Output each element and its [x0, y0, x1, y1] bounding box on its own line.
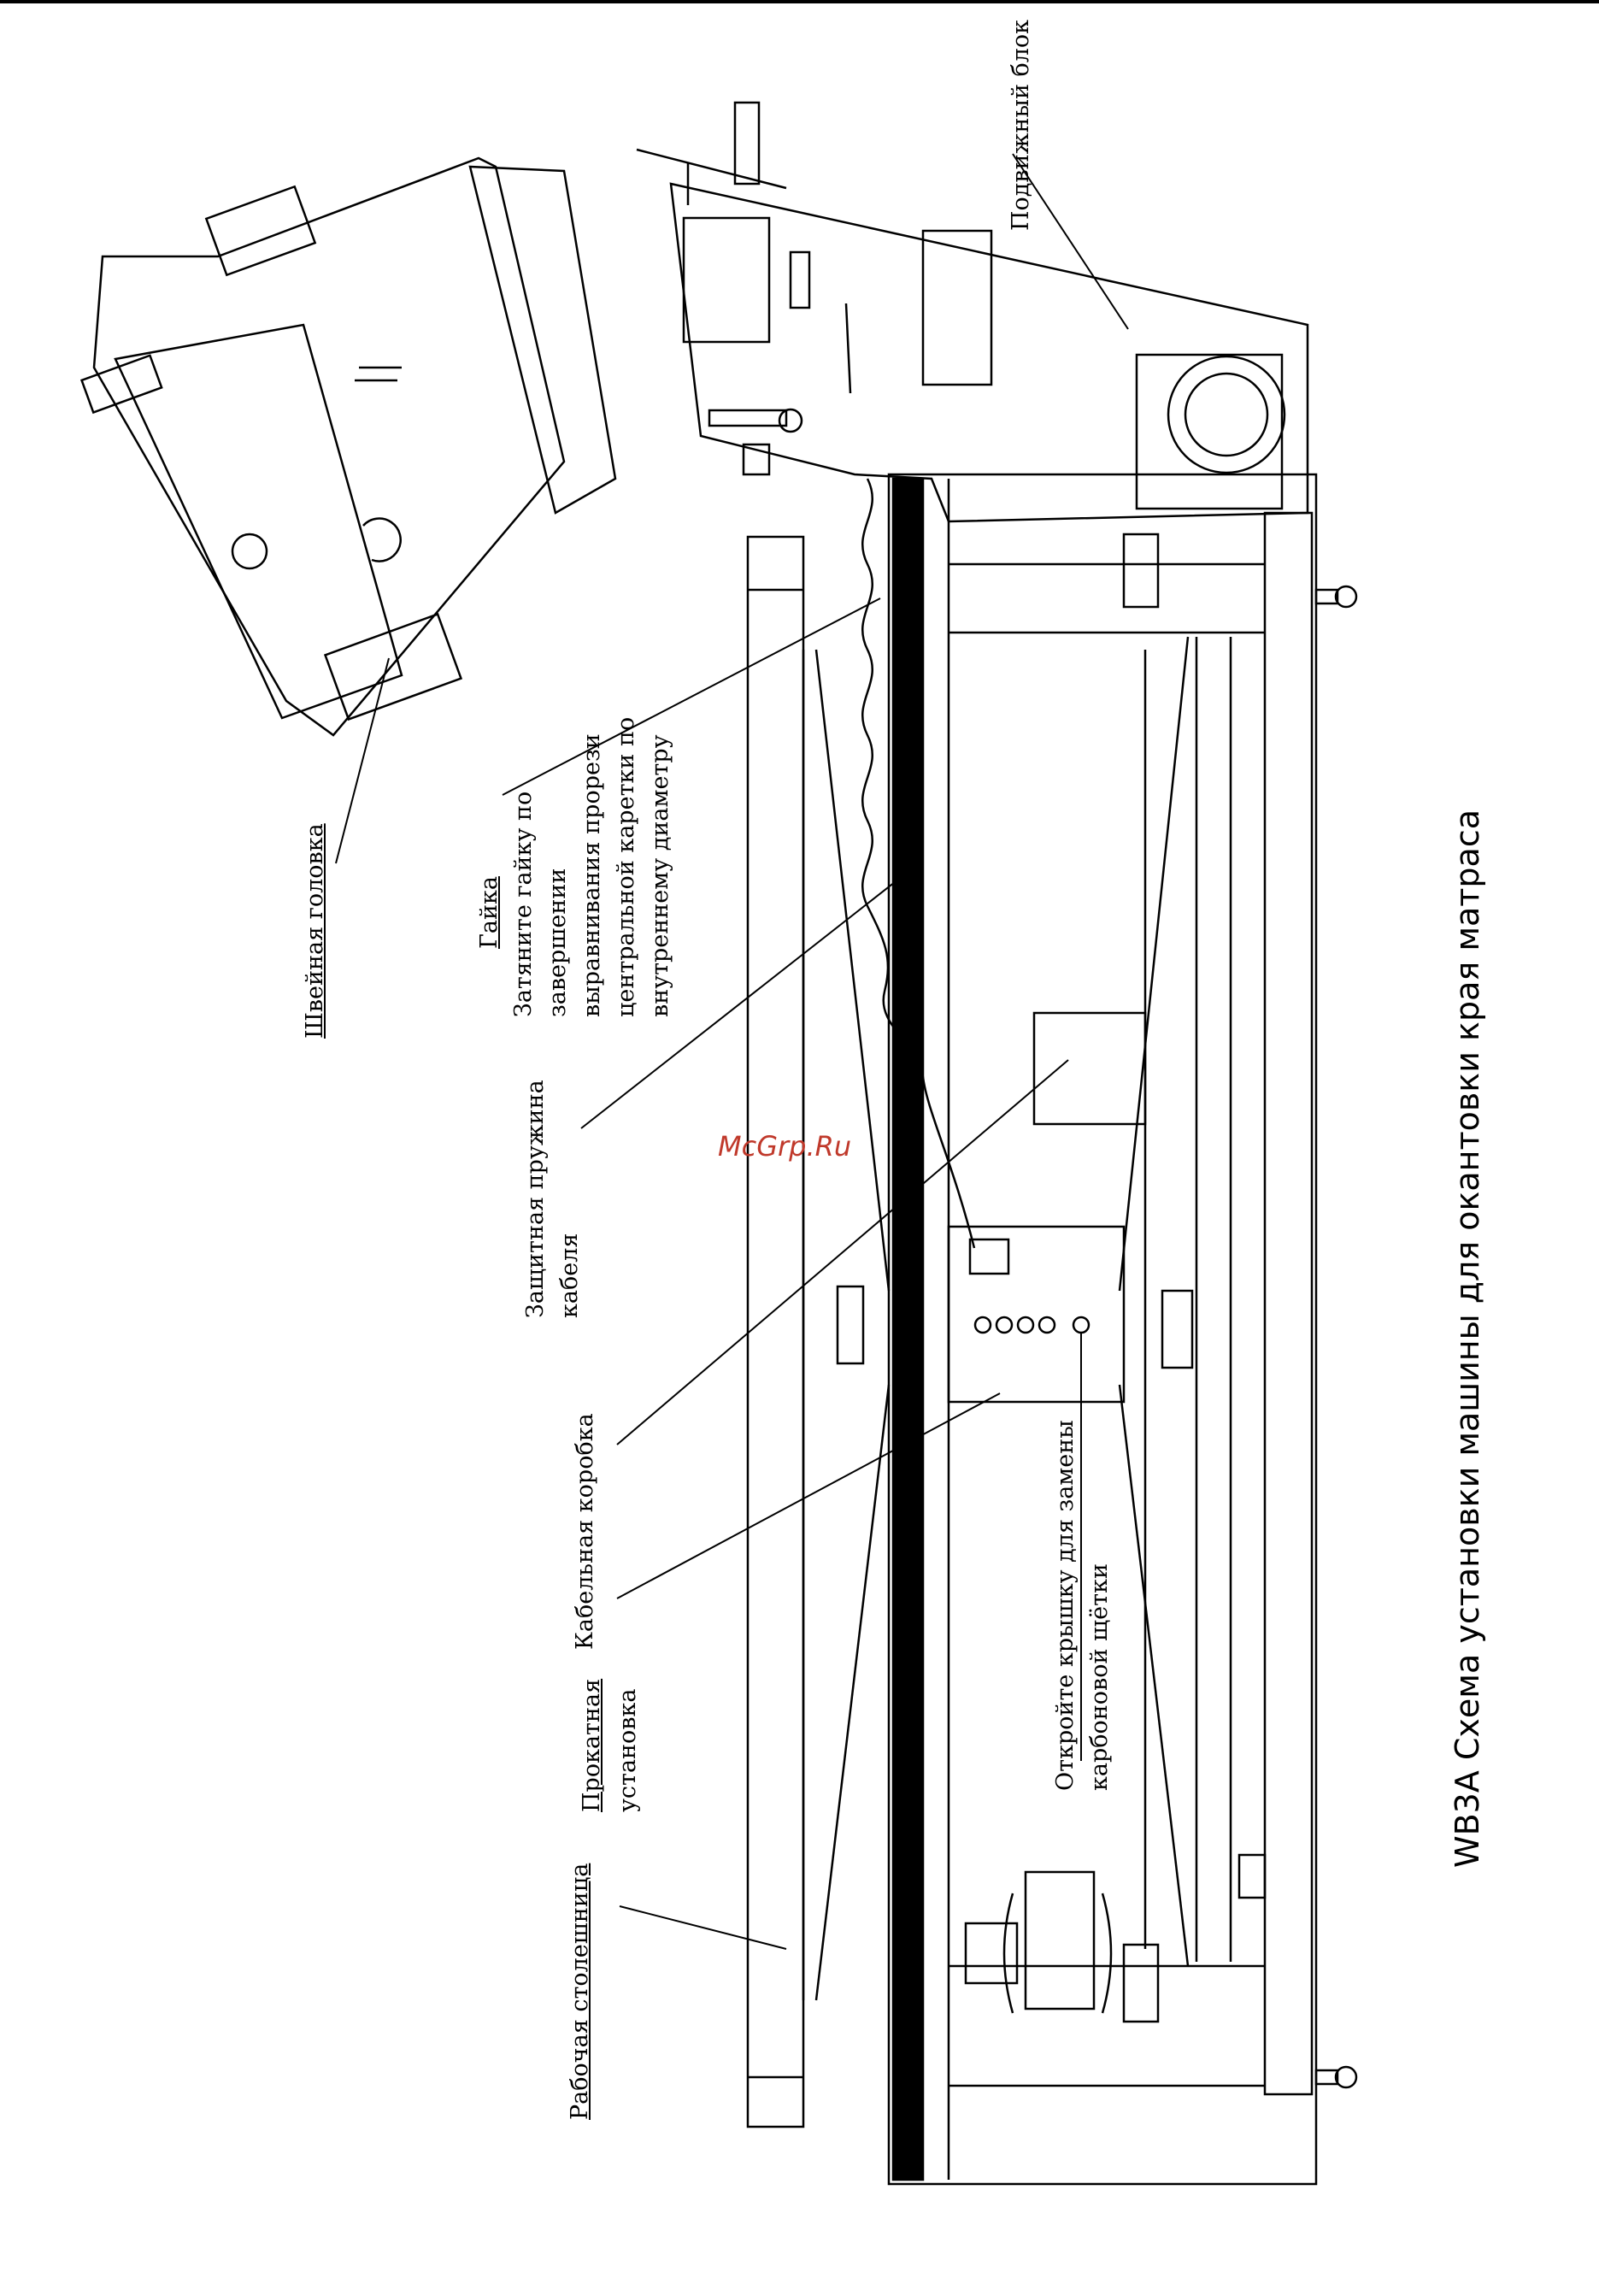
- label-rolling-line1: Прокатная: [579, 1678, 605, 1812]
- top-rule: [0, 0, 1599, 3]
- label-rolling-line2: установка: [614, 1688, 641, 1812]
- leader-lines: [335, 153, 1129, 1950]
- label-nut-line2: завершении: [544, 868, 571, 1017]
- rolling-assembly: [887, 473, 1358, 2186]
- label-nut-line4: центральной каретки по: [613, 716, 639, 1017]
- label-tabletop: Рабочая столешница: [567, 1863, 593, 2120]
- central-carriage: [836, 1011, 1194, 1404]
- label-nut-title: Гайка: [476, 876, 503, 949]
- drive-motor: [964, 1853, 1267, 2014]
- label-cable-box: Кабельная коробка: [572, 1413, 598, 1650]
- label-mobile-unit: Подвижный блок: [1008, 19, 1034, 231]
- watermark: McGrp.Ru: [718, 1130, 852, 1163]
- sewing-head-drawing: [79, 156, 617, 737]
- belt-crossing: [814, 636, 1190, 2001]
- mobile-unit: [636, 101, 1309, 523]
- label-nut-line3: выравнивания прорези: [579, 733, 605, 1017]
- tabletop: [746, 535, 805, 2128]
- cable-spring: [861, 478, 976, 1249]
- label-spring-line2: кабеля: [556, 1233, 583, 1318]
- label-nut-line5: внутреннему диаметру: [647, 734, 673, 1017]
- label-nut-line1: Затяните гайку по: [510, 791, 537, 1017]
- label-sewing-head: Швейная головка: [302, 823, 328, 1039]
- label-brush-line1: Откройте крышку для замены: [1052, 1420, 1079, 1791]
- label-brush-line2: карбоновой щётки: [1086, 1563, 1113, 1791]
- label-spring-line1: Защитная пружина: [522, 1080, 549, 1318]
- diagram-title: WB3A Схема установки машины для окантовк…: [1449, 809, 1486, 1868]
